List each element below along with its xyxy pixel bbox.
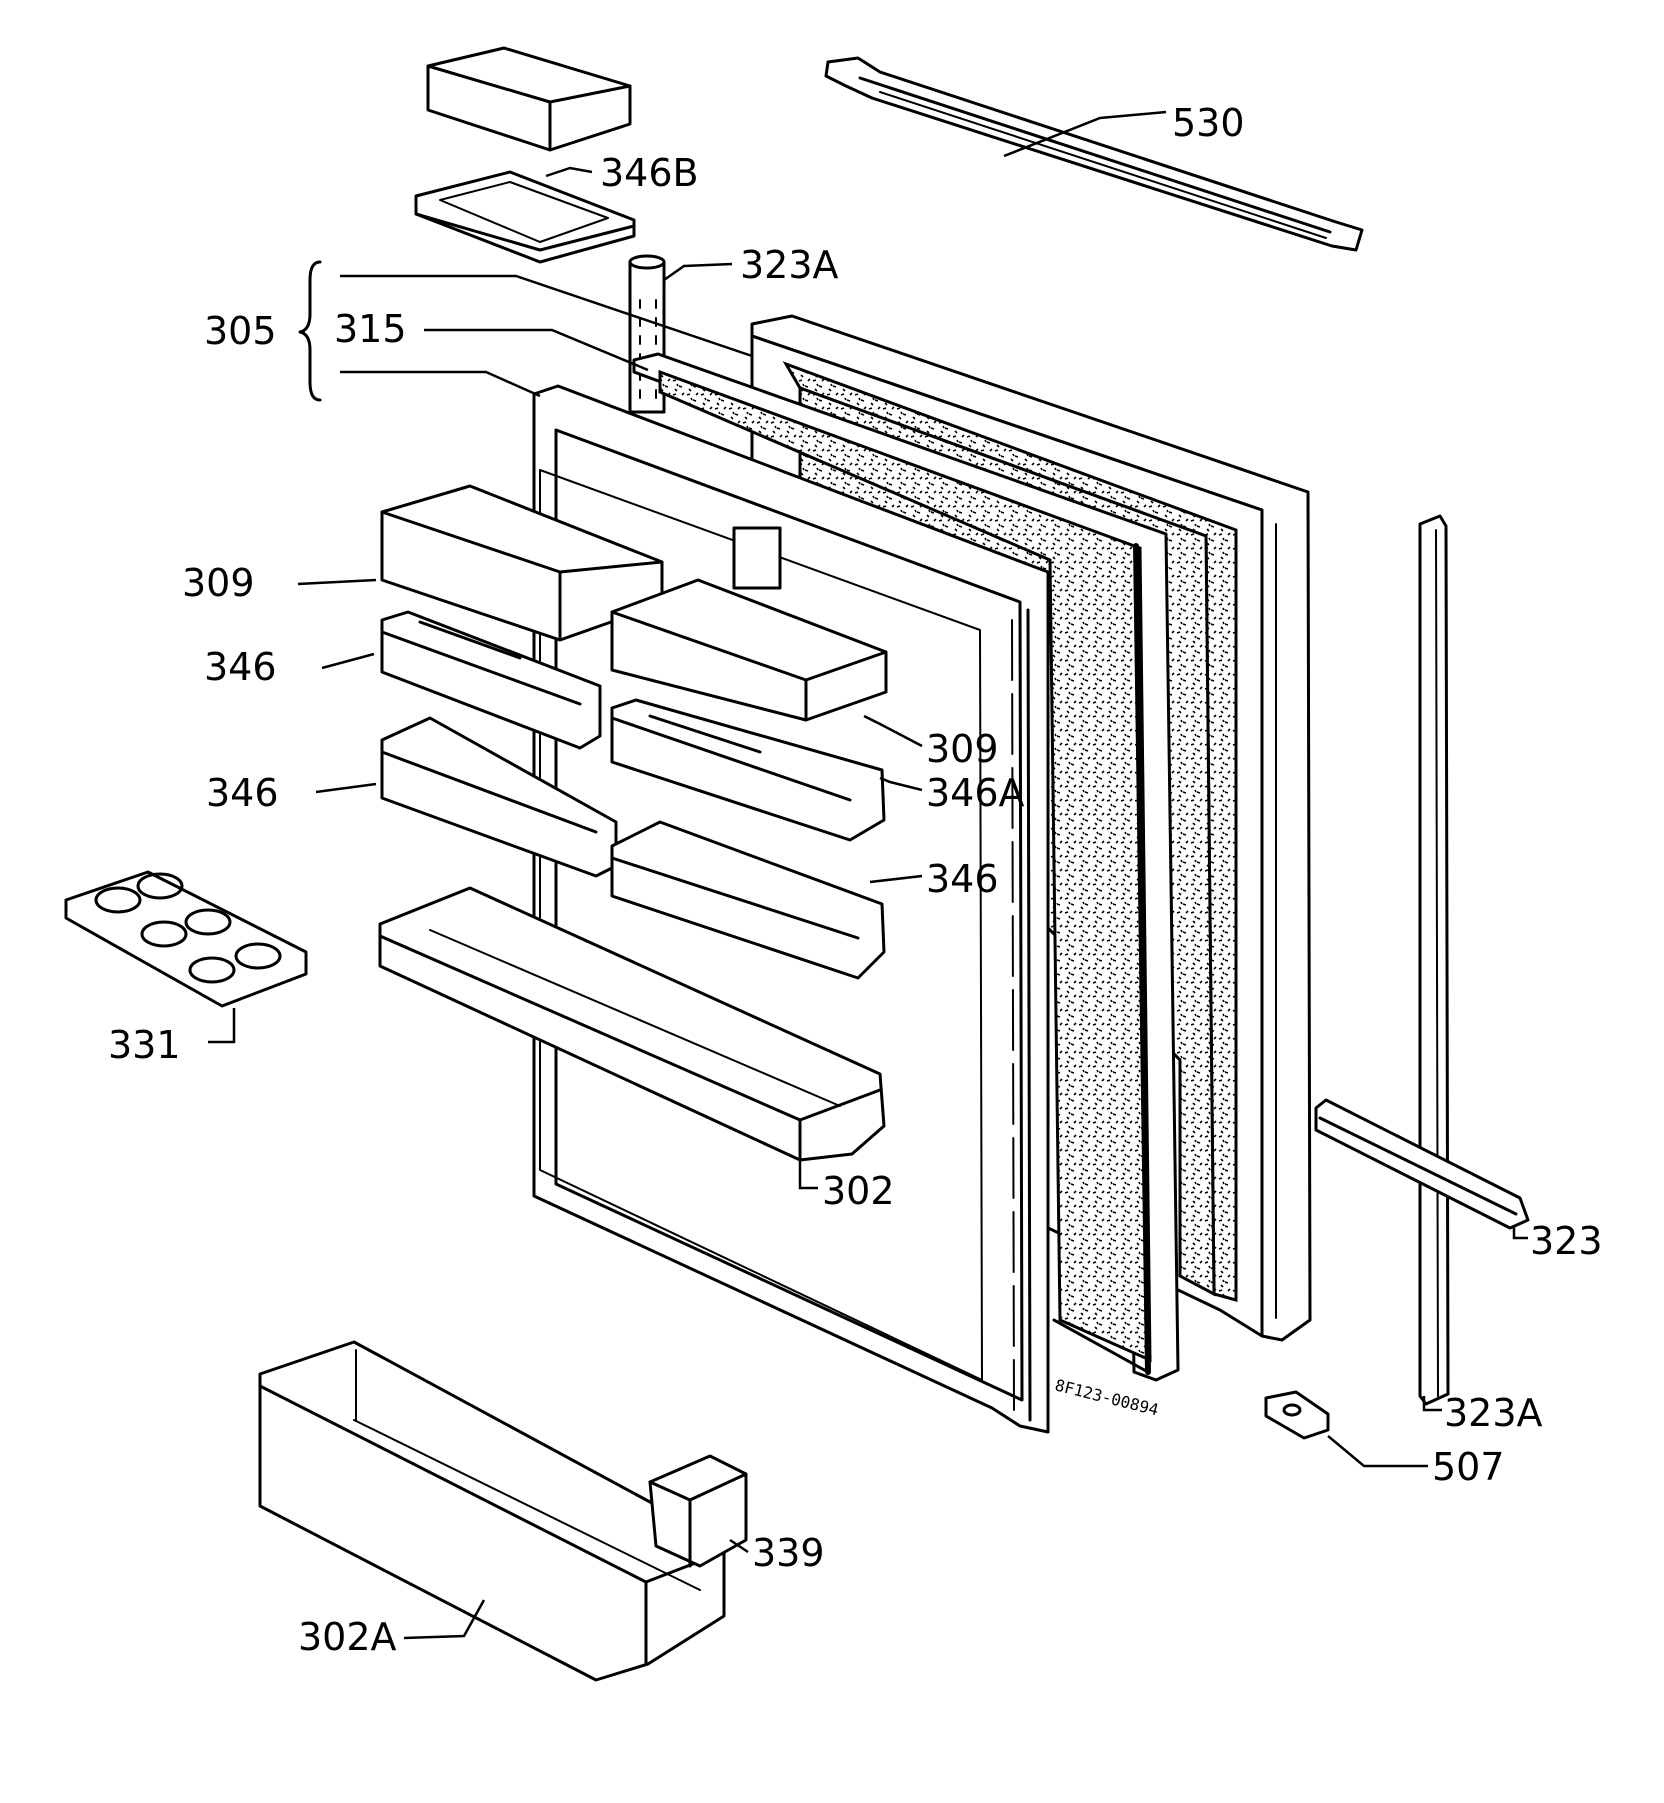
label-530: 530 — [1172, 101, 1245, 145]
dairy-box-309-right — [610, 578, 888, 722]
label-323a-top: 323A — [740, 243, 839, 287]
egg-tray-331 — [64, 870, 308, 1008]
label-346-upper: 346 — [204, 645, 277, 689]
label-323: 323 — [1530, 1219, 1603, 1263]
label-507: 507 — [1432, 1445, 1505, 1489]
label-315: 315 — [334, 307, 407, 351]
hinge-bar-323a-right — [1418, 514, 1450, 1406]
label-339: 339 — [752, 1531, 825, 1575]
bracket-305 — [298, 260, 322, 402]
label-331: 331 — [108, 1023, 181, 1067]
label-346-middle: 346 — [206, 771, 279, 815]
butter-tray-346b — [414, 170, 636, 264]
bottle-stopper-339 — [648, 1454, 748, 1568]
label-302a: 302A — [298, 1615, 397, 1659]
leader-lines — [208, 110, 1528, 1640]
hinge-pin-323a-top — [628, 254, 666, 414]
label-323a-bottom: 323A — [1444, 1391, 1543, 1435]
hinge-bar-530 — [824, 56, 1364, 252]
hinge-cap-507 — [1264, 1390, 1330, 1440]
drawing-code: 8F123-00894 — [1053, 1375, 1160, 1419]
label-346a: 346A — [926, 771, 1025, 815]
label-302: 302 — [822, 1169, 895, 1213]
door-shelf-346-upper-left — [380, 610, 602, 750]
door-shelf-346-middle-right — [610, 820, 886, 980]
hinge-strip-323 — [1314, 1098, 1530, 1230]
gasket-frame-315 — [632, 352, 1180, 1382]
label-309-right: 309 — [926, 727, 999, 771]
label-346b: 346B — [600, 151, 699, 195]
butter-box-346b — [426, 46, 632, 152]
label-309-left: 309 — [182, 561, 255, 605]
label-346-lower: 346 — [926, 857, 999, 901]
label-305: 305 — [204, 309, 277, 353]
door-shelf-346a — [610, 698, 886, 842]
door-shelf-302 — [378, 886, 886, 1162]
